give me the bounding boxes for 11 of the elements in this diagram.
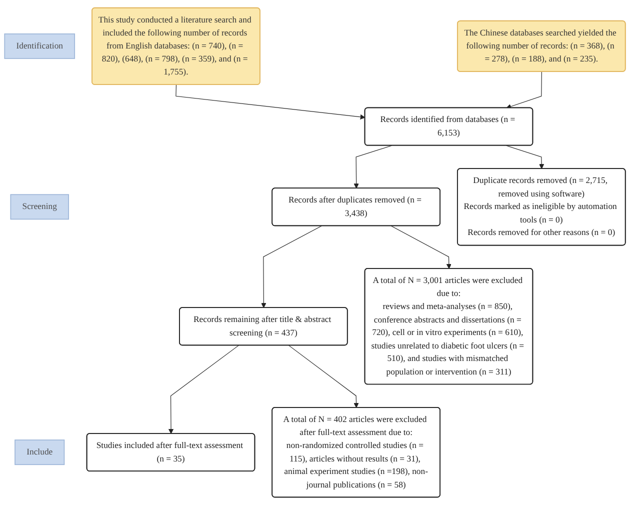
arrow	[506, 145, 544, 170]
arrow	[176, 84, 366, 120]
node-box: Identification	[4, 33, 76, 59]
node-box: Include	[14, 440, 65, 466]
arrow	[261, 226, 322, 308]
arrow	[168, 345, 239, 434]
arrow	[506, 72, 542, 109]
node-box: Screening	[10, 194, 69, 220]
arrow	[288, 345, 359, 408]
arrow	[354, 145, 392, 189]
arrow	[390, 226, 452, 269]
